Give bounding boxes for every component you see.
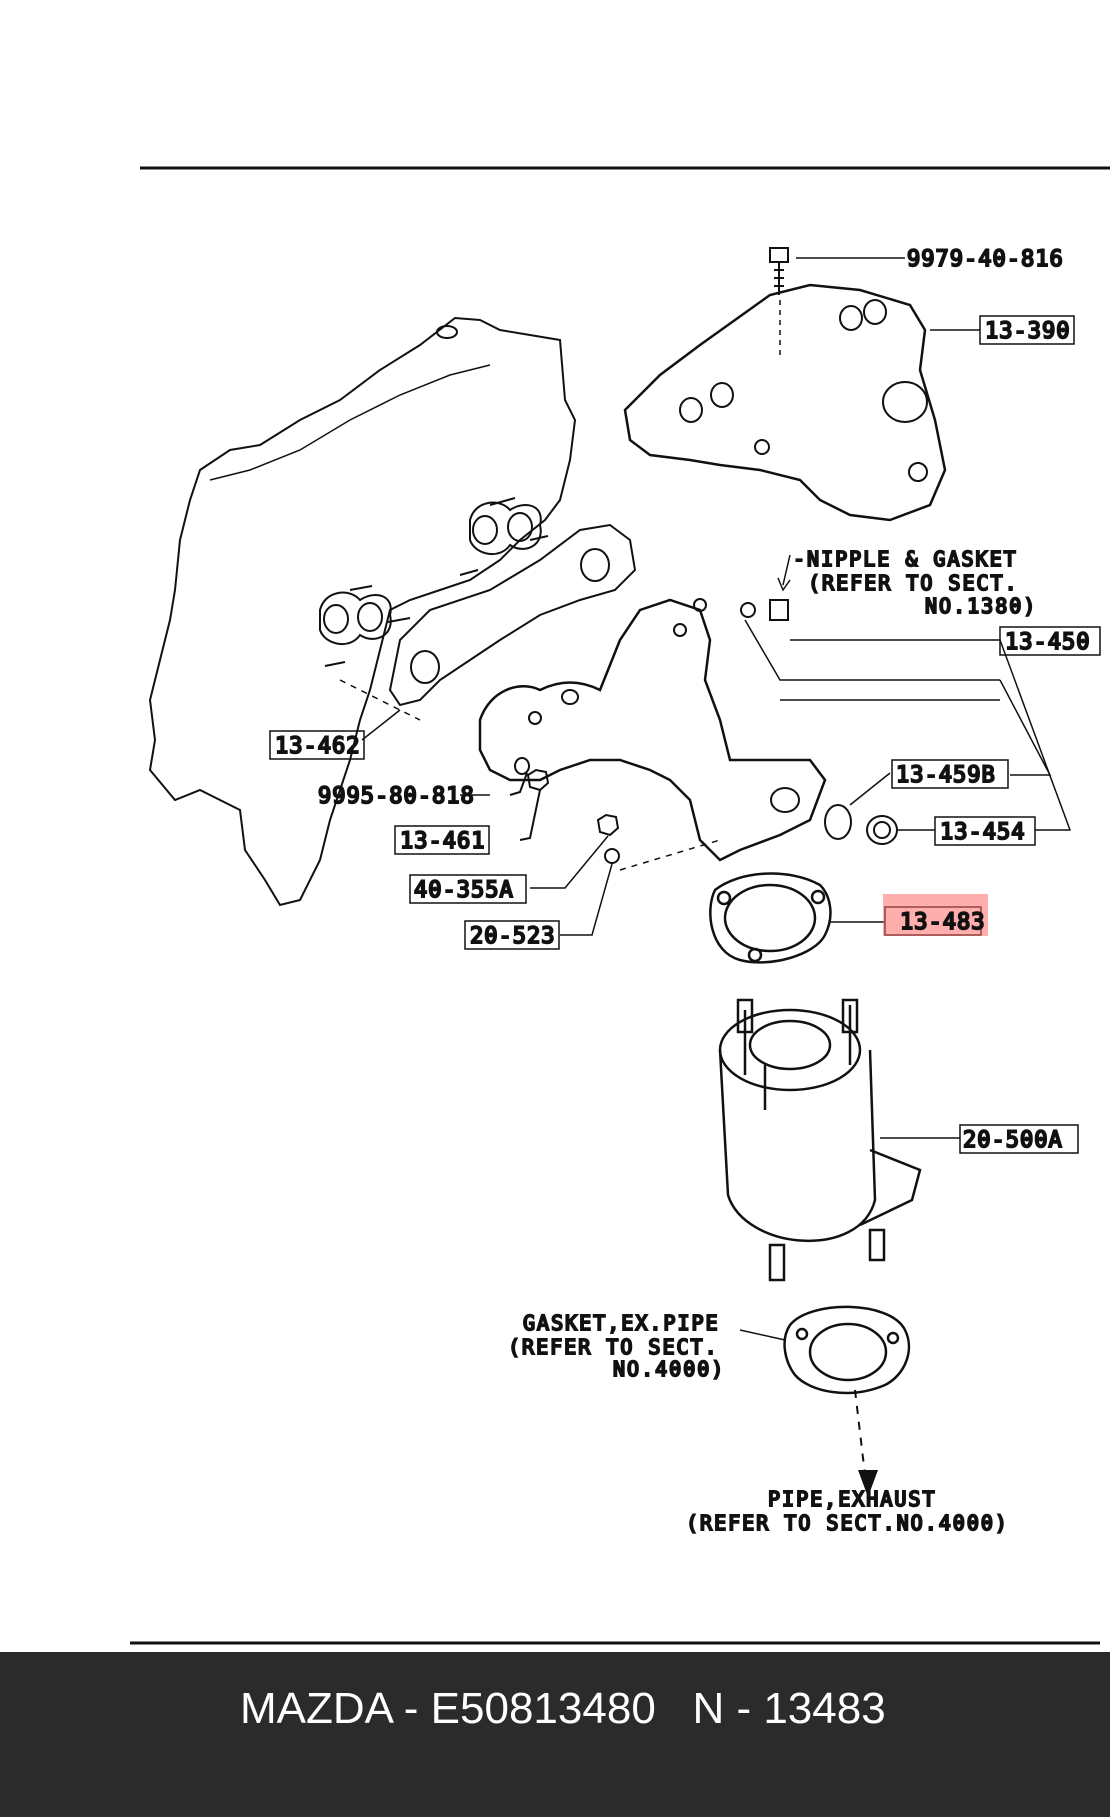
washer-dash <box>619 839 721 871</box>
exploded-parts-diagram: 9979-40-816 13-390 -NIPPLE & GASKET (REF… <box>130 166 1110 1645</box>
insulator-hole-1 <box>679 397 703 423</box>
manifold-gasket-shape <box>388 523 637 707</box>
exhaust-manifold <box>478 598 827 862</box>
exhaust-pipe-arrow-line <box>854 1389 866 1476</box>
pipe-note-line-1: PIPE,EXHAUST <box>768 1487 937 1511</box>
gasket-port-1 <box>580 548 610 582</box>
nipple-note-line-1: -NIPPLE & GASKET <box>793 547 1018 571</box>
gasket-note-line-1: GASKET,EX.PIPE <box>523 1311 720 1335</box>
box-20523 <box>464 920 560 950</box>
manifold-gasket-leader <box>361 709 401 741</box>
box-13390 <box>979 315 1075 345</box>
label-13462: 13-462 <box>275 734 360 759</box>
exhaust-pipe-gasket <box>739 1305 911 1395</box>
label-13483: 13-483 <box>900 910 985 935</box>
label-stud-9995: 9995-80-818 <box>318 784 475 809</box>
insulator-hole-2 <box>710 382 734 408</box>
gasket-note-line-2: (REFER TO SECT. <box>508 1335 719 1359</box>
nut-13-461 <box>509 757 550 841</box>
insulator-hole-6 <box>754 439 770 455</box>
engine-block-plug <box>436 325 458 339</box>
label-13461: 13-461 <box>400 829 485 854</box>
nipple-note-line-3: NO.1380) <box>925 594 1037 618</box>
nipple-note-line-2: (REFER TO SECT. <box>808 571 1019 595</box>
cylinder-head-ports <box>319 501 542 645</box>
pipe-note-line-2: (REFER TO SECT.NO.4000) <box>686 1511 1009 1535</box>
gasket-ring-leader <box>849 772 891 806</box>
label-bolt-9979: 9979-40-816 <box>907 247 1064 272</box>
manifold-stud-hole-2 <box>693 598 707 612</box>
box-13459b <box>891 759 1009 789</box>
nipple-gasket-ring <box>740 602 756 618</box>
nipple-body <box>769 599 789 621</box>
label-13454: 13-454 <box>940 820 1025 845</box>
insulator-hole-4 <box>863 299 887 325</box>
manifold-stud-hole-4 <box>528 711 542 725</box>
footer-part-number: MAZDA - E50813480 N - 13483 <box>240 1684 886 1733</box>
engine-block-outline <box>148 316 577 907</box>
label-20523: 20-523 <box>470 924 555 949</box>
bolt-9979 <box>769 247 789 295</box>
box-13450 <box>999 626 1101 656</box>
box-13461 <box>394 825 490 855</box>
box-20500a <box>959 1124 1079 1154</box>
washer-20-523 <box>560 848 620 936</box>
plug-13-454 <box>866 815 935 845</box>
insulator-hole-3 <box>839 305 863 331</box>
nut-40-355a <box>530 813 620 889</box>
highlight-13483 <box>883 894 988 936</box>
label-20500a: 20-500A <box>963 1128 1063 1153</box>
exhaust-pipe-arrow-head <box>858 1470 878 1497</box>
box-13462 <box>269 730 365 760</box>
label-13459b: 13-459B <box>896 763 996 788</box>
footer-bar: MAZDA - E50813480 N - 13483 <box>0 1652 1110 1817</box>
label-13390: 13-390 <box>985 319 1070 344</box>
gasket-13-483 <box>709 872 885 964</box>
gasket-ring-13-459b <box>824 804 852 840</box>
gasket-leader-dash <box>339 679 421 721</box>
label-13450: 13-450 <box>1005 630 1090 655</box>
nipple-note-leader <box>777 554 791 592</box>
insulator-outlet <box>882 381 928 423</box>
catalytic-converter <box>718 998 960 1282</box>
engine-block-ridge <box>209 364 491 481</box>
bracket-13-450 <box>744 619 1072 831</box>
label-40355a: 40-355A <box>414 878 514 903</box>
box-40355a <box>409 874 527 904</box>
gasket-note-line-3: NO.4000) <box>613 1357 725 1381</box>
manifold-stud-hole-1 <box>561 689 579 705</box>
manifold-outlet <box>770 787 800 813</box>
gasket-port-2 <box>410 650 440 684</box>
heat-insulator <box>623 283 947 522</box>
box-13454 <box>934 816 1036 846</box>
head-studs <box>324 497 549 667</box>
insulator-hole-5 <box>908 462 928 482</box>
manifold-stud-hole-3 <box>673 623 687 637</box>
